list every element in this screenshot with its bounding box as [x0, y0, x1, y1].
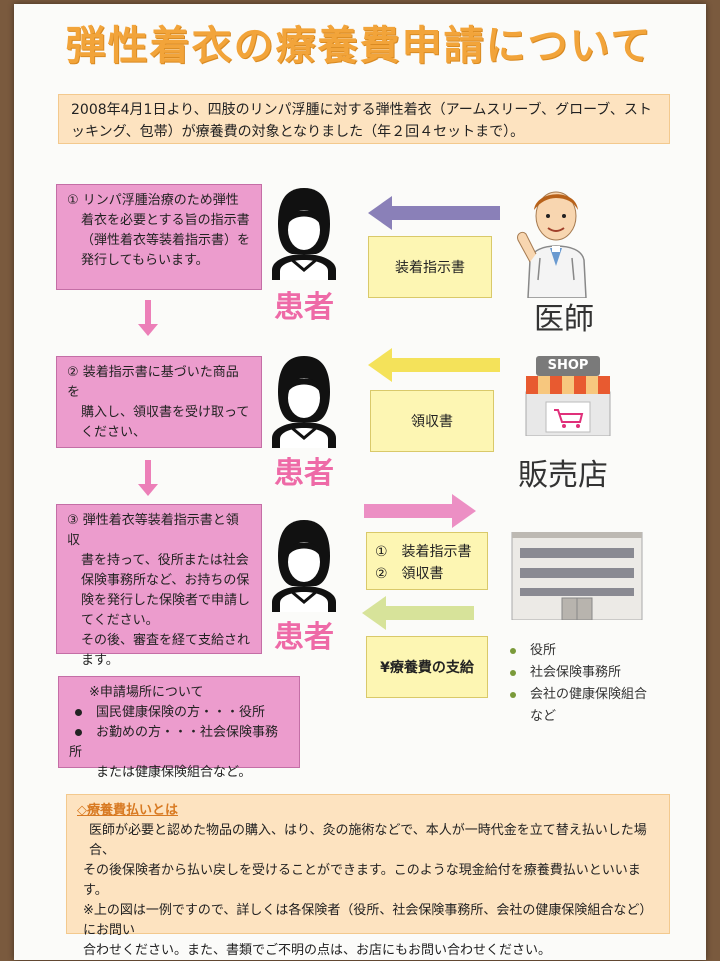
step-3-line: ます。: [81, 653, 119, 668]
bullet-icon: [75, 709, 82, 716]
apply-title: ※申請場所について: [89, 685, 204, 700]
step-1-line: （弾性着衣等装着指示書）を: [81, 233, 251, 248]
reimbursement-info-box: ◇療養費払いとは 医師が必要と認めた物品の購入、はり、灸の施術などで、本人が一時…: [66, 794, 670, 958]
doc-submit-line: ② 領収書: [375, 566, 444, 582]
step-3-line: てください。: [81, 613, 159, 628]
doc-submit-line: ① 装着指示書: [375, 544, 472, 560]
shop-sign-text: SHOP: [547, 358, 589, 373]
doctor-icon: [517, 191, 587, 298]
places-list: 役所 社会保険事務所 会社の健康保険組合 など: [510, 640, 647, 728]
bullet-icon: [510, 647, 516, 654]
building-icon: [511, 532, 643, 620]
step-3-box: ③ 弾性着衣等装着指示書と領収 書を持って、役所または社会 保険事務所など、お持…: [56, 504, 262, 668]
info-line: 合わせください。また、書類でご不明の点は、お店にもお問い合わせください。: [83, 943, 552, 958]
step-1-line: 着衣を必要とする旨の指示書: [81, 213, 250, 228]
store-label: 販売店: [518, 458, 608, 493]
patient-label: 患者: [274, 456, 334, 491]
step-2-line: ください、: [81, 425, 147, 440]
left-arrow-green: [362, 596, 474, 630]
step-1-box: ① リンパ浮腫治療のため弾性 着衣を必要とする旨の指示書 （弾性着衣等装着指示書…: [56, 184, 262, 290]
info-heading: ◇療養費払いとは: [77, 803, 178, 818]
info-line: ※上の図は一例ですので、詳しくは各保険者（役所、社会保険事務所、会社の健康保険組…: [83, 903, 653, 938]
step-2-box: ② 装着指示書に基づいた商品を 購入し、領収書を受け取って ください、: [56, 356, 262, 448]
patient-icon: [272, 356, 336, 448]
doc-receipt-box: 領収書: [370, 390, 494, 452]
apply-item: お勤めの方・・・社会保険事務所: [69, 725, 279, 760]
shop-icon: [525, 356, 611, 436]
info-line: 医師が必要と認めた物品の購入、はり、灸の施術などで、本人が一時代金を立て替え払い…: [89, 823, 647, 858]
apply-place-box: ※申請場所について 国民健康保険の方・・・役所 お勤めの方・・・社会保険事務所 …: [58, 676, 300, 780]
payment-box: ¥療養費の支給: [366, 636, 488, 698]
bullet-icon: [510, 669, 516, 676]
right-arrow-pink: [364, 494, 476, 528]
step-2-line: ② 装着指示書に基づいた商品を: [67, 365, 239, 400]
bullet-icon: [510, 691, 516, 698]
bullet-icon: [75, 729, 82, 736]
patient-icon: [272, 188, 336, 280]
info-line: その後保険者から払い戻しを受けることができます。このような現金給付を療養費払いと…: [83, 863, 641, 898]
place-item: 会社の健康保険組合: [530, 687, 648, 702]
step-3-line: 書を持って、役所または社会: [81, 553, 249, 568]
page-title: 弾性着衣の療養費申請について: [65, 23, 653, 69]
place-item: 社会保険事務所: [530, 665, 622, 680]
doc-submit-box: ① 装着指示書 ② 領収書: [366, 532, 488, 590]
left-arrow-yellow: [368, 348, 500, 382]
patient-label: 患者: [274, 290, 334, 325]
place-item: など: [530, 709, 557, 724]
patient-label: 患者: [274, 620, 334, 655]
step-1-line: 発行してもらいます。: [81, 253, 209, 268]
step-1-line: ① リンパ浮腫治療のため弾性: [67, 193, 239, 208]
doctor-label: 医師: [534, 302, 594, 337]
step-2-line: 購入し、領収書を受け取って: [81, 405, 250, 420]
step-3-line: 保険事務所など、お持ちの保: [81, 573, 250, 588]
left-arrow-purple: [368, 196, 500, 230]
place-item: 役所: [530, 643, 557, 658]
apply-item: 国民健康保険の方・・・役所: [96, 705, 266, 720]
patient-icon: [272, 520, 336, 612]
step-3-line: 険を発行した保険者で申請し: [81, 593, 251, 608]
step-3-line: ③ 弾性着衣等装着指示書と領収: [67, 513, 239, 548]
apply-item: または健康保険組合など。: [96, 765, 252, 780]
doc-instruction-box: 装着指示書: [368, 236, 492, 298]
step-3-line: その後、審査を経て支給され: [81, 633, 251, 648]
intro-box: 2008年4月1日より、四肢のリンパ浮腫に対する弾性着衣（アームスリーブ、グロー…: [58, 94, 670, 144]
flyer-paper: 弾性着衣の療養費申請について 2008年4月1日より、四肢のリンパ浮腫に対する弾…: [14, 4, 706, 960]
